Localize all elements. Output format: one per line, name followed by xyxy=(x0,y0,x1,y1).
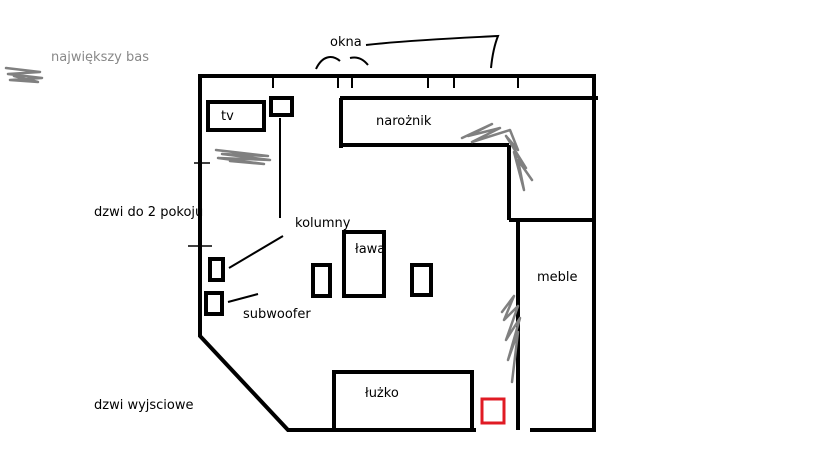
speaker-boxes xyxy=(208,96,433,298)
window-ticks xyxy=(272,78,519,88)
bed-outline xyxy=(332,370,474,428)
okna-pointers xyxy=(315,34,500,70)
coffee-table-box xyxy=(342,230,386,298)
door-markers xyxy=(188,162,212,247)
label-kolumny: kolumny xyxy=(295,216,351,231)
label-dzwi-wyjsciowe: dzwi wyjsciowe xyxy=(94,398,194,413)
label-subwoofer: subwoofer xyxy=(243,307,311,322)
label-tv: tv xyxy=(221,109,234,124)
corner-sofa xyxy=(339,96,598,222)
pointer-lines xyxy=(227,118,284,303)
label-meble: meble xyxy=(537,270,578,285)
label-okna: okna xyxy=(330,35,362,50)
tv-box xyxy=(206,100,266,132)
label-naroznik: narożnik xyxy=(376,114,432,129)
bass-scribbles xyxy=(4,66,534,384)
room-walls xyxy=(198,74,596,432)
label-lozko: łużko xyxy=(365,386,399,401)
red-marker xyxy=(480,397,506,425)
label-lawa: ława xyxy=(355,242,386,257)
label-najwiekszy-bas: największy bas xyxy=(51,50,150,65)
label-dzwi-do-2-pokoju: dzwi do 2 pokoju xyxy=(94,205,204,220)
subwoofer-box xyxy=(204,291,224,316)
